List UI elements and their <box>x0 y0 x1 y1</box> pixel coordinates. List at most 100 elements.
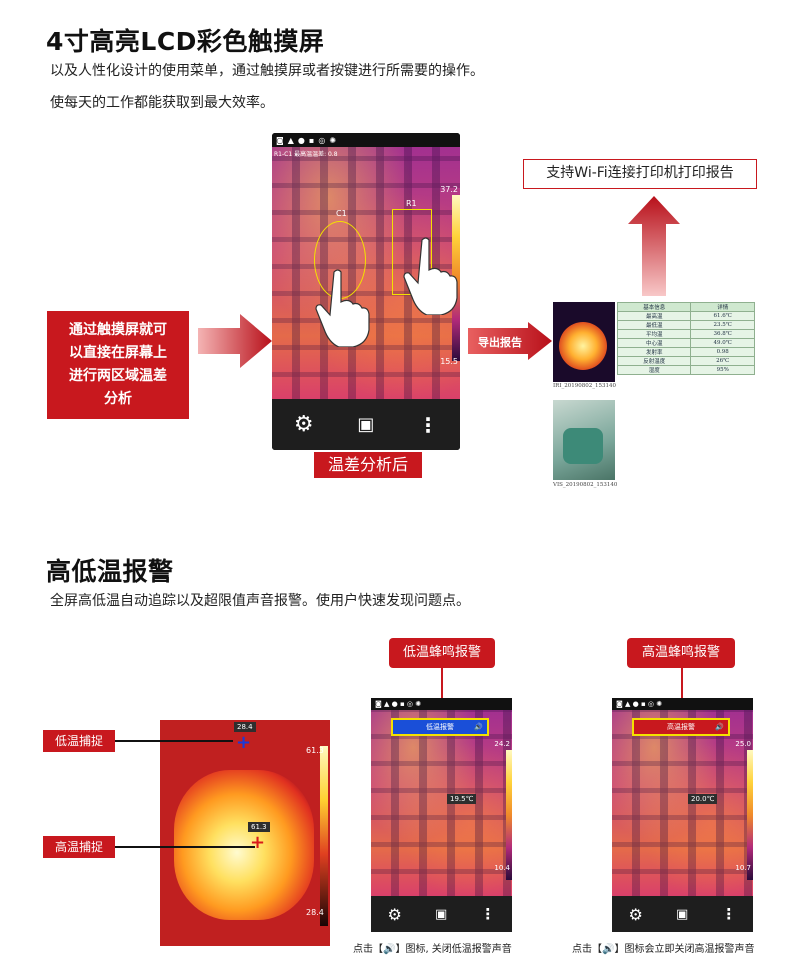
high-temp-value-tag: 61.3 <box>248 822 270 832</box>
table-cell: 26℃ <box>690 356 755 366</box>
high-phone-bottom-bar: ⚙ ▣ ⋮ <box>612 896 753 932</box>
motor-scale-bar <box>320 746 328 926</box>
motor-scale-max: 61.3 <box>306 746 324 755</box>
high-temp-crosshair-icon: + <box>250 832 266 853</box>
gallery-image-icon[interactable]: ▣ <box>676 906 689 922</box>
more-dots-icon[interactable]: ⋮ <box>418 412 439 437</box>
high-capture-pointer <box>115 846 255 848</box>
r1-label: R1 <box>406 199 417 208</box>
high-alarm-thermal-view[interactable]: 高温报警 🔊 25.0 10.7 20.0℃ <box>612 710 753 896</box>
low-capture-pointer <box>115 740 233 742</box>
table-cell: 95% <box>690 365 755 375</box>
low-temp-value-tag: 28.4 <box>234 722 256 732</box>
speaker-icon[interactable]: 🔊 <box>715 723 724 731</box>
bulb-icon[interactable]: ● <box>297 135 305 145</box>
high-scale-max: 25.0 <box>735 740 751 748</box>
phone-toolbar: ◙ ▲ ● ▪ ◎ ✺ <box>272 133 460 147</box>
table-row: 基本信息 详情 <box>616 302 755 312</box>
section1-title: 4寸高亮LCD彩色触摸屏 <box>46 27 325 56</box>
camera-icon[interactable]: ◙ <box>276 135 284 145</box>
scale-min-value: 15.5 <box>440 357 458 366</box>
report-visible-image <box>553 400 615 480</box>
callout-line-2: 以直接在屏幕上 <box>69 345 167 361</box>
arrow-up-icon <box>628 196 680 296</box>
table-cell: 湿度 <box>616 365 692 375</box>
table-header-cell: 详情 <box>690 302 755 312</box>
low-scale-bar <box>506 750 512 880</box>
tag-icon[interactable]: ▪ <box>308 135 315 145</box>
high-alarm-pointer <box>681 668 683 712</box>
table-header-cell: 基本信息 <box>616 302 692 312</box>
high-phone-toolbar: ◙ ▲ ● ▪ ◎ ✺ <box>612 698 753 710</box>
mountain-icon[interactable]: ▲ <box>287 135 294 145</box>
table-cell: 23.5℃ <box>690 320 755 330</box>
gear-small-icon[interactable]: ✺ <box>329 135 337 145</box>
touch-diff-callout: 通过触摸屏就可 以直接在屏幕上 进行两区域温差 分析 <box>47 311 189 419</box>
phone-bottom-bar: ⚙ ▣ ⋮ <box>272 399 460 450</box>
low-capture-label: 低温捕捉 <box>43 730 115 752</box>
low-alarm-pointer <box>441 668 443 712</box>
section1-line1: 以及人性化设计的使用菜单，通过触摸屏或者按键进行所需要的操作。 <box>50 63 484 79</box>
phone-screen-high-alarm: ◙ ▲ ● ▪ ◎ ✺ 高温报警 🔊 25.0 10.7 20.0℃ ⚙ ▣ ⋮ <box>612 698 753 932</box>
table-cell: 61.6℃ <box>690 311 755 321</box>
low-temp-crosshair-icon: + <box>236 732 252 753</box>
more-dots-icon[interactable]: ⋮ <box>721 905 737 923</box>
hand-pointer-icon-right <box>403 237 458 315</box>
export-report-label: 导出报告 <box>478 336 522 349</box>
caption-after-diff: 温差分析后 <box>314 452 422 478</box>
table-cell: 中心温 <box>616 338 692 348</box>
settings-gear-icon[interactable]: ⚙ <box>387 904 402 924</box>
gallery-image-icon[interactable]: ▣ <box>357 414 375 435</box>
callout-line-3: 进行两区域温差 <box>69 368 167 384</box>
wifi-print-label: 支持Wi-Fi连接打印机打印报告 <box>523 159 757 189</box>
table-cell: 最低温 <box>616 320 692 330</box>
scale-max-value: 37.2 <box>440 185 458 194</box>
table-cell: 发射率 <box>616 347 692 357</box>
zoom-icon[interactable]: ◎ <box>318 135 326 145</box>
settings-gear-icon[interactable]: ⚙ <box>293 412 314 437</box>
speaker-icon[interactable]: 🔊 <box>474 723 483 731</box>
low-scale-max: 24.2 <box>494 740 510 748</box>
more-dots-icon[interactable]: ⋮ <box>480 905 496 923</box>
section1-line2: 使每天的工作都能获取到最大效率。 <box>50 95 274 111</box>
phone-screen-low-alarm: ◙ ▲ ● ▪ ◎ ✺ 低温报警 🔊 24.2 10.4 19.5℃ ⚙ ▣ ⋮ <box>371 698 512 932</box>
report-ir-image <box>553 302 615 382</box>
report-vis-caption: VIS_20190802_153140 <box>553 482 618 488</box>
arrow-right-icon-large <box>198 314 272 368</box>
high-alarm-caption: 点击【🔊】图标会立即关闭高温报警声音 <box>572 944 755 955</box>
low-alarm-banner-text: 低温报警 <box>426 723 454 731</box>
low-scale-min: 10.4 <box>494 864 510 872</box>
motor-thermal-image: 61.3 28.4 28.4 + 61.3 + <box>160 720 330 946</box>
c1-label: C1 <box>336 209 347 218</box>
table-cell: 最高温 <box>616 311 692 321</box>
settings-gear-icon[interactable]: ⚙ <box>628 904 643 924</box>
section2-line1: 全屏高低温自动追踪以及超限值声音报警。使用户快速发现问题点。 <box>50 593 470 609</box>
low-alarm-thermal-view[interactable]: 低温报警 🔊 24.2 10.4 19.5℃ <box>371 710 512 896</box>
high-capture-label: 高温捕捉 <box>43 836 115 858</box>
callout-line-1: 通过触摸屏就可 <box>69 322 167 338</box>
gallery-image-icon[interactable]: ▣ <box>435 906 448 922</box>
phone-screen-touch: ◙ ▲ ● ▪ ◎ ✺ R1-C1 最高温温差: 0.8 37.2 15.5 C… <box>272 133 460 450</box>
high-alarm-banner[interactable]: 高温报警 🔊 <box>632 718 730 736</box>
high-scale-bar <box>747 750 753 880</box>
hand-pointer-icon-left <box>315 269 370 347</box>
export-arrow-icon <box>468 322 552 360</box>
high-center-temp: 20.0℃ <box>688 794 718 804</box>
table-cell: 36.8℃ <box>690 329 755 339</box>
table-cell: 反射温度 <box>616 356 692 366</box>
low-alarm-banner[interactable]: 低温报警 🔊 <box>391 718 489 736</box>
thermal-view[interactable]: R1-C1 最高温温差: 0.8 37.2 15.5 C1 R1 <box>272 147 460 399</box>
section2-title: 高低温报警 <box>46 557 174 586</box>
low-phone-bottom-bar: ⚙ ▣ ⋮ <box>371 896 512 932</box>
low-center-temp: 19.5℃ <box>447 794 477 804</box>
high-alarm-title: 高温蜂鸣报警 <box>627 638 735 668</box>
table-cell: 平均温 <box>616 329 692 339</box>
diff-status-text: R1-C1 最高温温差: 0.8 <box>274 151 338 158</box>
